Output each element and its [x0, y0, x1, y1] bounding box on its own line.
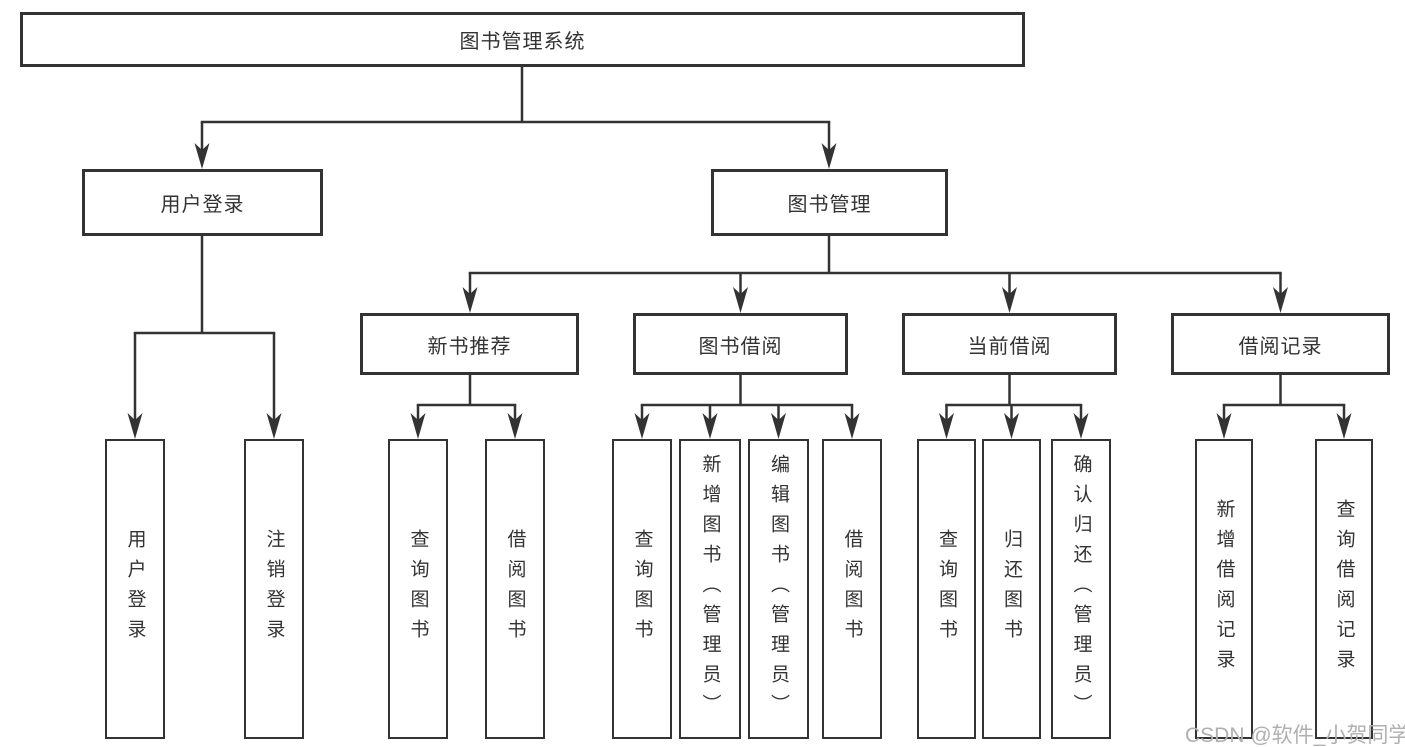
node-new-book-recommend-label: 新书推荐: [427, 335, 512, 358]
leaf-return-books: 归还图书: [982, 439, 1041, 739]
leaf-add-book-admin: 新增图书（管理员）: [679, 439, 741, 739]
leaf-confirm-return-admin-label: 确认归还（管理员）: [1070, 454, 1092, 724]
leaf-query-books-2: 查询图书: [612, 439, 672, 739]
node-new-book-recommend: 新书推荐: [360, 313, 579, 375]
node-user-login-label: 用户登录: [160, 194, 245, 216]
leaf-add-borrow-record-label: 新增借阅记录: [1213, 499, 1235, 679]
leaf-add-book-admin-label: 新增图书（管理员）: [699, 454, 721, 724]
leaf-borrow-books-2: 借阅图书: [822, 439, 882, 739]
leaf-confirm-return-admin: 确认归还（管理员）: [1051, 439, 1111, 739]
csdn-watermark: CSDN @软件_小贺同学: [1185, 724, 1405, 747]
leaf-query-books-1: 查询图书: [388, 439, 448, 739]
leaf-query-books-3-label: 查询图书: [936, 529, 957, 649]
leaf-borrow-books-2-label: 借阅图书: [841, 529, 863, 649]
node-book-management-label: 图书管理: [787, 194, 872, 216]
leaf-borrow-books-1: 借阅图书: [485, 439, 545, 739]
node-current-borrowing: 当前借阅: [902, 313, 1117, 375]
node-book-borrowing-label: 图书借阅: [698, 335, 783, 358]
leaf-borrow-books-1-label: 借阅图书: [504, 529, 526, 649]
node-root: 图书管理系统: [20, 12, 1025, 67]
node-borrowing-records: 借阅记录: [1171, 313, 1390, 375]
leaf-edit-book-admin: 编辑图书（管理员）: [748, 439, 809, 739]
leaf-logout: 注销登录: [244, 439, 304, 739]
node-book-management: 图书管理: [711, 169, 948, 236]
leaf-query-books-2-label: 查询图书: [631, 529, 653, 649]
leaf-query-books-3: 查询图书: [917, 439, 976, 739]
leaf-edit-book-admin-label: 编辑图书（管理员）: [768, 454, 789, 724]
leaf-query-books-1-label: 查询图书: [407, 529, 429, 649]
leaf-user-login-label: 用户登录: [124, 529, 146, 649]
node-borrowing-records-label: 借阅记录: [1238, 335, 1323, 358]
node-book-borrowing: 图书借阅: [633, 313, 848, 375]
leaf-return-books-label: 归还图书: [1001, 529, 1022, 649]
node-root-label: 图书管理系统: [459, 31, 586, 53]
leaf-query-borrow-record: 查询借阅记录: [1315, 439, 1373, 739]
leaf-user-login: 用户登录: [105, 439, 165, 739]
leaf-logout-label: 注销登录: [263, 529, 285, 649]
leaf-add-borrow-record: 新增借阅记录: [1195, 439, 1253, 739]
leaf-query-borrow-record-label: 查询借阅记录: [1333, 499, 1355, 679]
node-user-login: 用户登录: [82, 169, 323, 236]
node-current-borrowing-label: 当前借阅: [967, 335, 1052, 358]
